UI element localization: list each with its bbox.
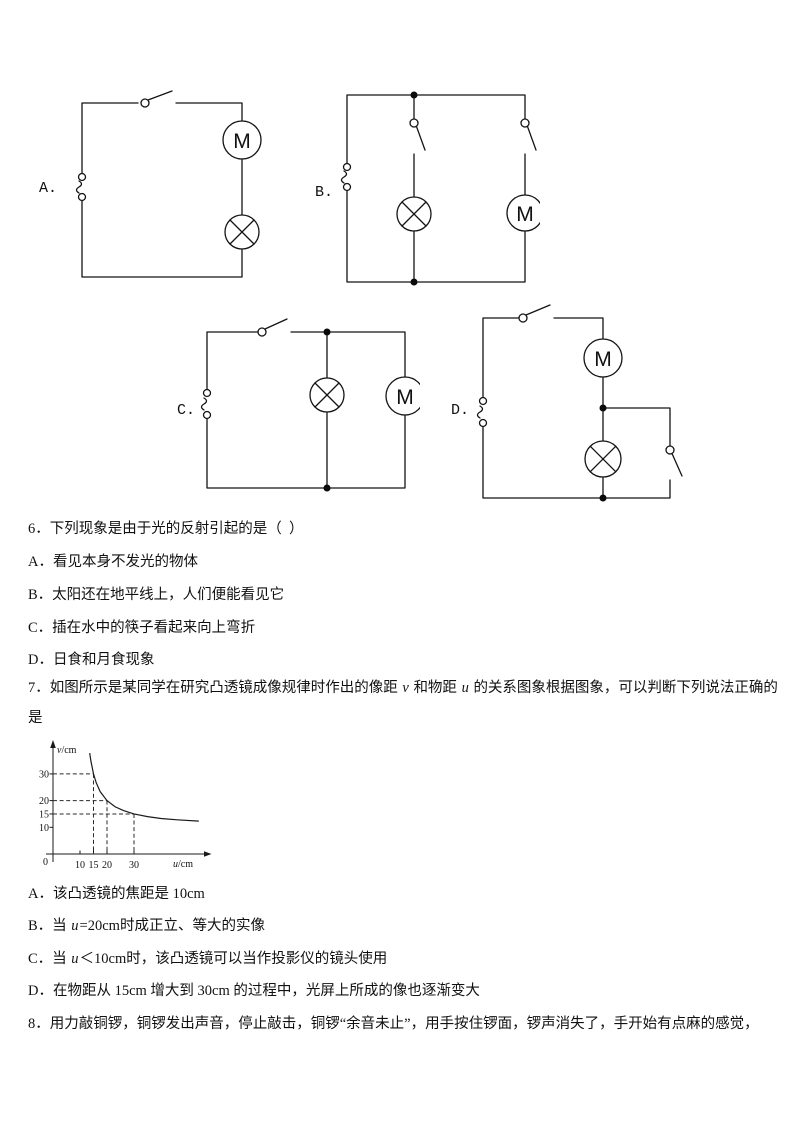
motor-label: M [233, 130, 251, 153]
q6-option-d: D．日食和月食现象 [28, 652, 155, 668]
ac-source-icon [476, 396, 488, 428]
motor-icon: M [222, 120, 262, 160]
ac-source-icon [75, 172, 87, 202]
ac-source-icon [340, 162, 352, 192]
svg-text:30: 30 [129, 860, 139, 871]
svg-text:v/cm: v/cm [57, 745, 77, 756]
svg-text:15: 15 [89, 860, 99, 871]
svg-text:0: 0 [43, 857, 48, 868]
circuit-diagram-d: M [476, 304, 683, 502]
switch-icon [409, 118, 426, 151]
switch-icon [257, 318, 288, 337]
junction-dot [323, 484, 331, 492]
q7-stem-line2: 是 [28, 710, 43, 726]
wires [482, 317, 671, 499]
q7-option-d: D．在物距从 15cm 增大到 30cm 的过程中，光屏上所成的像也逐渐变大 [28, 983, 480, 999]
motor-label: M [516, 203, 534, 226]
circuit-option-label-b: B. [315, 184, 334, 201]
q8-stem: 8．用力敲铜锣，铜锣发出声音，停止敲击，铜锣“余音未止”，用手按住锣面，锣声消失… [28, 1016, 759, 1032]
junction-dot [599, 404, 607, 412]
wires [346, 94, 526, 283]
q7-option-c: C．当 u＜10cm时，该凸透镜可以当作投影仪的镜头使用 [28, 951, 388, 967]
wires [206, 331, 406, 489]
circuit-diagram-c: M [200, 318, 420, 492]
junction-dot [599, 494, 607, 502]
svg-text:15: 15 [39, 809, 49, 820]
q6-option-b: B．太阳还在地平线上，人们便能看见它 [28, 587, 285, 603]
switch-icon [140, 90, 173, 108]
circuit-option-label-a: A. [39, 180, 58, 197]
motor-icon: M [385, 376, 420, 416]
svg-text:20: 20 [39, 796, 49, 807]
switch-icon [520, 118, 537, 151]
junction-dot [410, 91, 418, 99]
circuit-option-label-d: D. [451, 402, 470, 419]
lamp-icon [396, 196, 432, 232]
circuit-diagram-b: M [340, 91, 540, 286]
svg-text:20: 20 [102, 860, 112, 871]
lamp-icon [309, 377, 345, 413]
wires [81, 102, 243, 278]
motor-label: M [396, 386, 414, 409]
q7-stem-line1: 7．如图所示是某同学在研究凸透镜成像规律时作出的像距 v 和物距 u 的关系图象… [28, 680, 778, 696]
q7-option-a: A．该凸透镜的焦距是 10cm [28, 886, 205, 902]
q6-option-c: C．插在水中的筷子看起来向上弯折 [28, 620, 256, 636]
q7-option-b: B．当 u=20cm时成正立、等大的实像 [28, 918, 265, 934]
q6-stem: 6．下列现象是由于光的反射引起的是（ ） [28, 521, 304, 537]
q6-option-a: A．看见本身不发光的物体 [28, 554, 198, 570]
svg-text:u/cm: u/cm [173, 859, 193, 870]
circuit-diagram-a: M [75, 90, 262, 278]
ac-source-icon [200, 388, 212, 420]
motor-icon: M [583, 338, 623, 378]
junction-dot [323, 328, 331, 336]
svg-text:10: 10 [75, 860, 85, 871]
motor-label: M [594, 348, 612, 371]
svg-text:30: 30 [39, 769, 49, 780]
junction-dot [410, 278, 418, 286]
switch-icon [665, 445, 683, 477]
lamp-icon [584, 440, 622, 478]
svg-text:10: 10 [39, 823, 49, 834]
switch-icon [518, 304, 551, 323]
lamp-icon [224, 214, 260, 250]
motor-icon: M [506, 194, 540, 232]
circuit-option-label-c: C. [177, 402, 196, 419]
